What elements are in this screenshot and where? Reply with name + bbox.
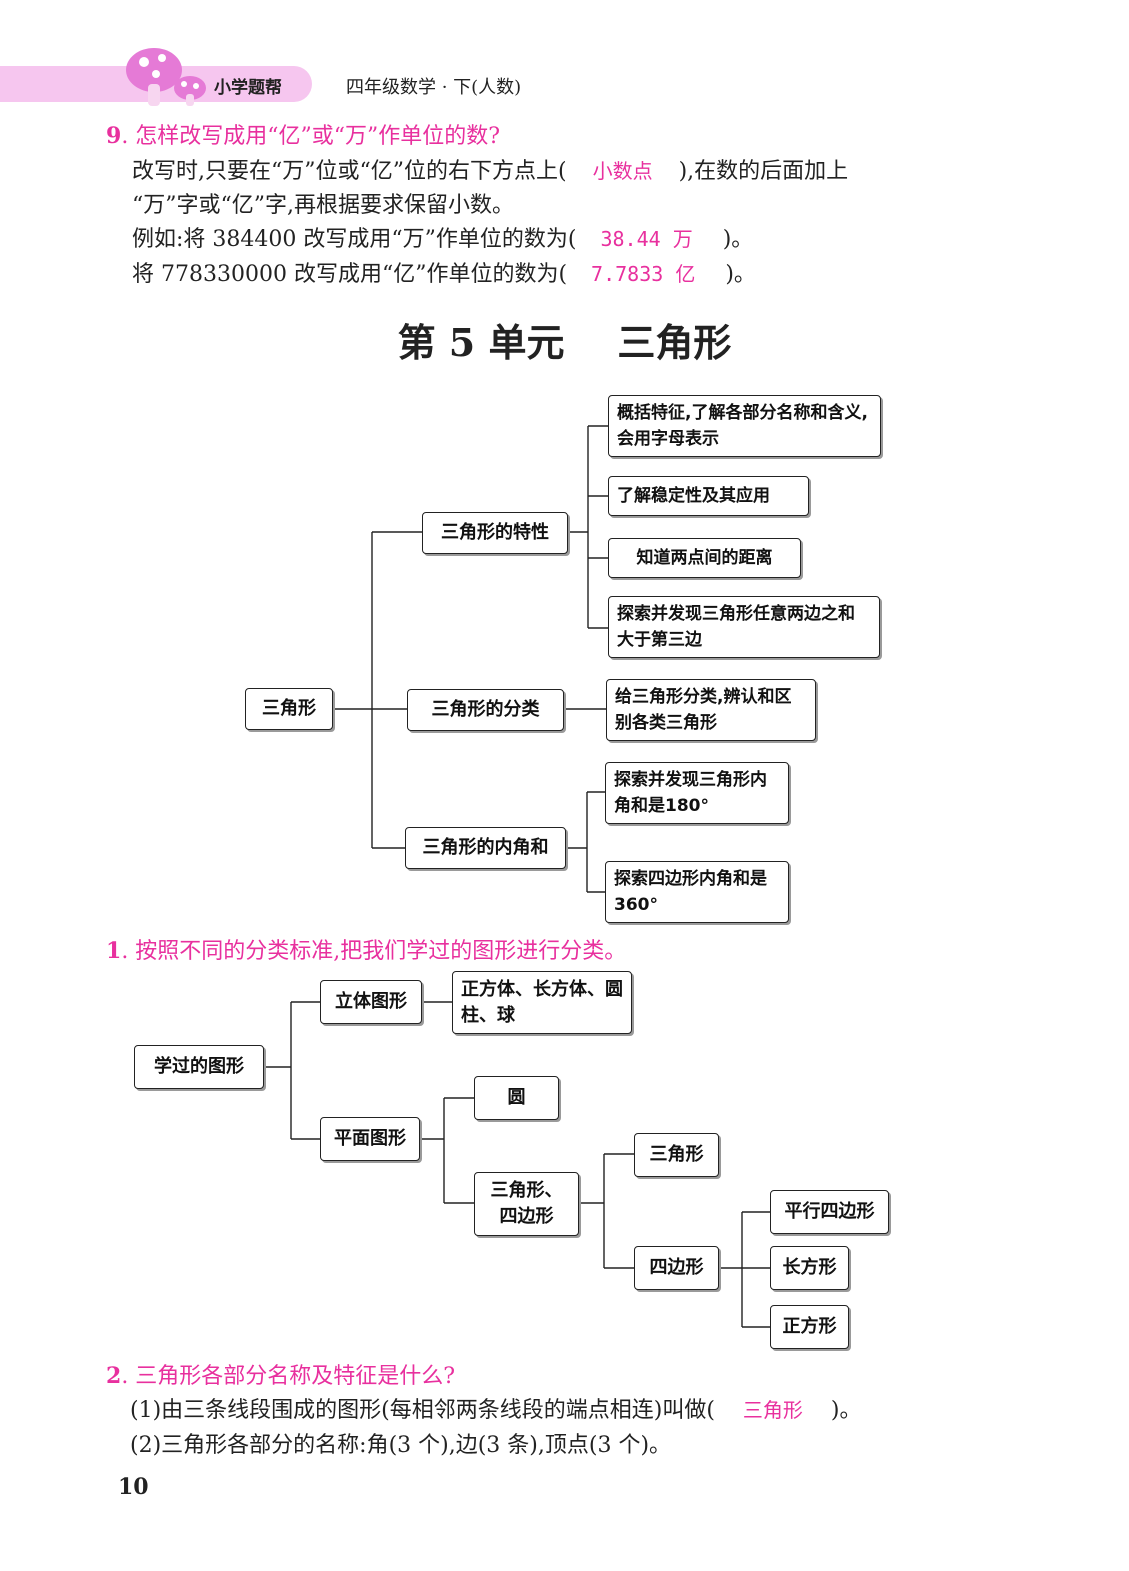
shapes-rectangle: 长方形 <box>770 1246 849 1290</box>
q9-line1: 改写时,只要在“万”位或“亿”位的右下方点上( 小数点 ),在数的后面加上 <box>132 153 848 185</box>
q2-line1-text-a: (1)由三条线段围成的图形(每相邻两条线段的端点相连)叫做( <box>130 1398 715 1423</box>
q2-line1-text-b: )。 <box>830 1398 862 1423</box>
q9-answer-3: 7.7833 亿 <box>591 262 696 286</box>
q2-answer-1: 三角形 <box>742 1398 803 1422</box>
mindmap-trait-4: 探索并发现三角形任意两边之和大于第三边 <box>608 596 880 658</box>
q9-line3: 例如:将 384400 改写成用“万”作单位的数为( 38.44 万 )。 <box>132 221 753 253</box>
subject-title: 四年级数学 · 下(人数) <box>346 77 522 98</box>
q2-line2: (2)三角形各部分的名称:角(3 个),边(3 条),顶点(3 个)。 <box>130 1433 672 1458</box>
mindmap-trait-1: 概括特征,了解各部分名称和含义,会用字母表示 <box>608 395 881 457</box>
mindmap-branch-traits: 三角形的特性 <box>422 512 568 554</box>
page-number: 10 <box>118 1474 149 1500</box>
q9-number: 9 <box>106 123 122 149</box>
q2-number: 2 <box>106 1363 122 1389</box>
shapes-root: 学过的图形 <box>134 1045 264 1089</box>
shapes-quad: 四边形 <box>634 1246 719 1290</box>
q9-line4: 将 778330000 改写成用“亿”作单位的数为( 7.7833 亿 )。 <box>132 256 756 288</box>
q2-line1: (1)由三条线段围成的图形(每相邻两条线段的端点相连)叫做( 三角形 )。 <box>130 1392 862 1424</box>
shapes-circle: 圆 <box>474 1076 559 1120</box>
mindmap-classify-1: 给三角形分类,辨认和区别各类三角形 <box>606 679 816 741</box>
q2-title: . 三角形各部分名称及特征是什么? <box>121 1364 456 1389</box>
q9-line4-text-a: 将 778330000 改写成用“亿”作单位的数为( <box>132 262 568 287</box>
unit-title: 第 5 单元 三角形 <box>397 320 732 365</box>
q9-line3-text-b: )。 <box>722 227 754 252</box>
q9-answer-2: 38.44 万 <box>600 227 693 251</box>
q9-line1-text-b: ),在数的后面加上 <box>678 159 849 184</box>
q9-line1-text-a: 改写时,只要在“万”位或“亿”位的右下方点上( <box>132 159 567 184</box>
q9-answer-1: 小数点 <box>592 159 653 183</box>
mindmap-angles-2: 探索四边形内角和是360° <box>605 861 789 923</box>
mushroom-logo-icon <box>126 48 206 106</box>
q1-title: . 按照不同的分类标准,把我们学过的图形进行分类。 <box>121 939 627 964</box>
shapes-triangle: 三角形 <box>634 1133 719 1177</box>
app-name: 小学题帮 <box>214 78 282 98</box>
mindmap-trait-3: 知道两点间的距离 <box>608 538 801 578</box>
shapes-plane: 平面图形 <box>320 1117 420 1161</box>
shapes-tri-quad: 三角形、四边形 <box>474 1172 579 1236</box>
q9-title: . 怎样改写成用“亿”或“万”作单位的数? <box>121 124 501 149</box>
q9-heading: 9. 怎样改写成用“亿”或“万”作单位的数? <box>106 118 500 150</box>
shapes-solid: 立体图形 <box>320 980 422 1024</box>
mindmap-angles-1: 探索并发现三角形内角和是180° <box>605 762 789 824</box>
q1-number: 1 <box>106 938 122 964</box>
q9-line2: “万”字或“亿”字,再根据要求保留小数。 <box>132 193 514 218</box>
mindmap-branch-classify: 三角形的分类 <box>407 689 564 731</box>
shapes-square: 正方形 <box>770 1305 849 1349</box>
mindmap-branch-angles: 三角形的内角和 <box>405 827 566 869</box>
q2-heading: 2. 三角形各部分名称及特征是什么? <box>106 1358 455 1390</box>
q9-line4-text-b: )。 <box>725 262 756 287</box>
shapes-parallelogram: 平行四边形 <box>770 1190 889 1234</box>
mindmap-trait-2: 了解稳定性及其应用 <box>608 476 809 516</box>
mindmap-root: 三角形 <box>245 688 333 730</box>
shapes-solid-items: 正方体、长方体、圆柱、球 <box>452 971 632 1034</box>
q1-heading: 1. 按照不同的分类标准,把我们学过的图形进行分类。 <box>106 933 626 965</box>
q9-line3-text-a: 例如:将 384400 改写成用“万”作单位的数为( <box>132 227 577 252</box>
